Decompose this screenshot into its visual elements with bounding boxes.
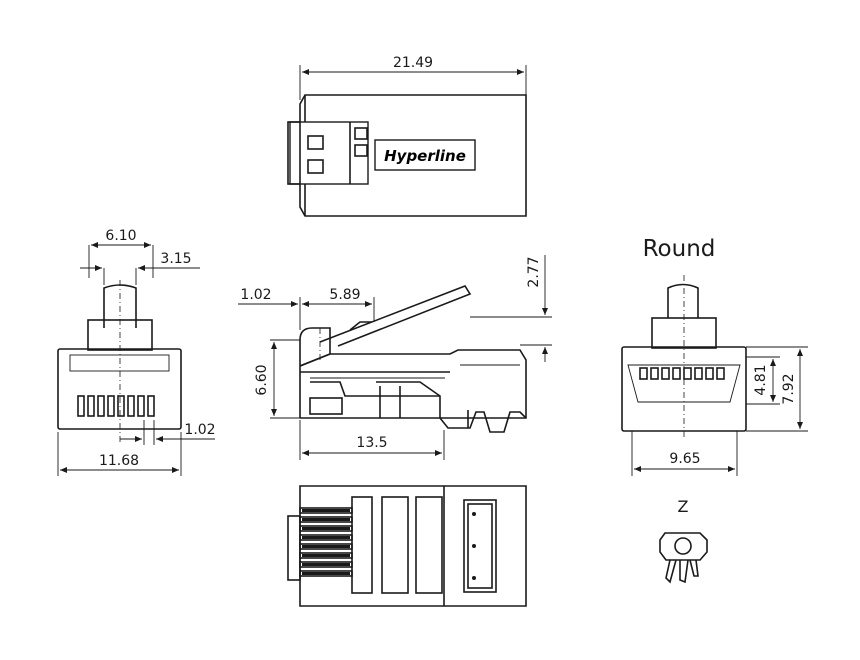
round-view: Round 4.81 7.92 9.65 [621, 236, 808, 476]
dim-front-width: 11.68 [99, 453, 139, 469]
bottom-wires [299, 507, 353, 577]
dim-round-height: 7.92 [781, 373, 797, 404]
z-detail: Z [659, 497, 708, 584]
brand-logo: Hyperline [384, 147, 466, 165]
dim-side-step: 1.02 [240, 287, 271, 303]
dim-round-inner-height: 4.81 [753, 364, 769, 395]
side-view: 1.02 5.89 2.77 6.60 13.5 [238, 255, 552, 460]
round-contacts [639, 367, 725, 380]
dim-front-key: 3.15 [160, 251, 191, 267]
front-contacts [77, 395, 155, 417]
bottom-view [287, 485, 527, 607]
front-view: 6.10 3.15 1.02 [57, 228, 216, 476]
dim-side-latch: 5.89 [329, 287, 360, 303]
round-label: Round [643, 236, 716, 262]
dim-side-latch-height: 2.77 [526, 256, 542, 287]
dim-side-length: 13.5 [356, 435, 387, 451]
dim-side-height: 6.60 [254, 364, 270, 395]
dim-front-pitch: 1.02 [184, 422, 215, 438]
dim-front-width-inner: 6.10 [105, 228, 136, 244]
dim-top-length: 21.49 [393, 55, 433, 71]
top-view: 21.49 Hyperline [287, 55, 527, 217]
z-label: Z [678, 497, 689, 516]
dim-round-width: 9.65 [669, 451, 700, 467]
